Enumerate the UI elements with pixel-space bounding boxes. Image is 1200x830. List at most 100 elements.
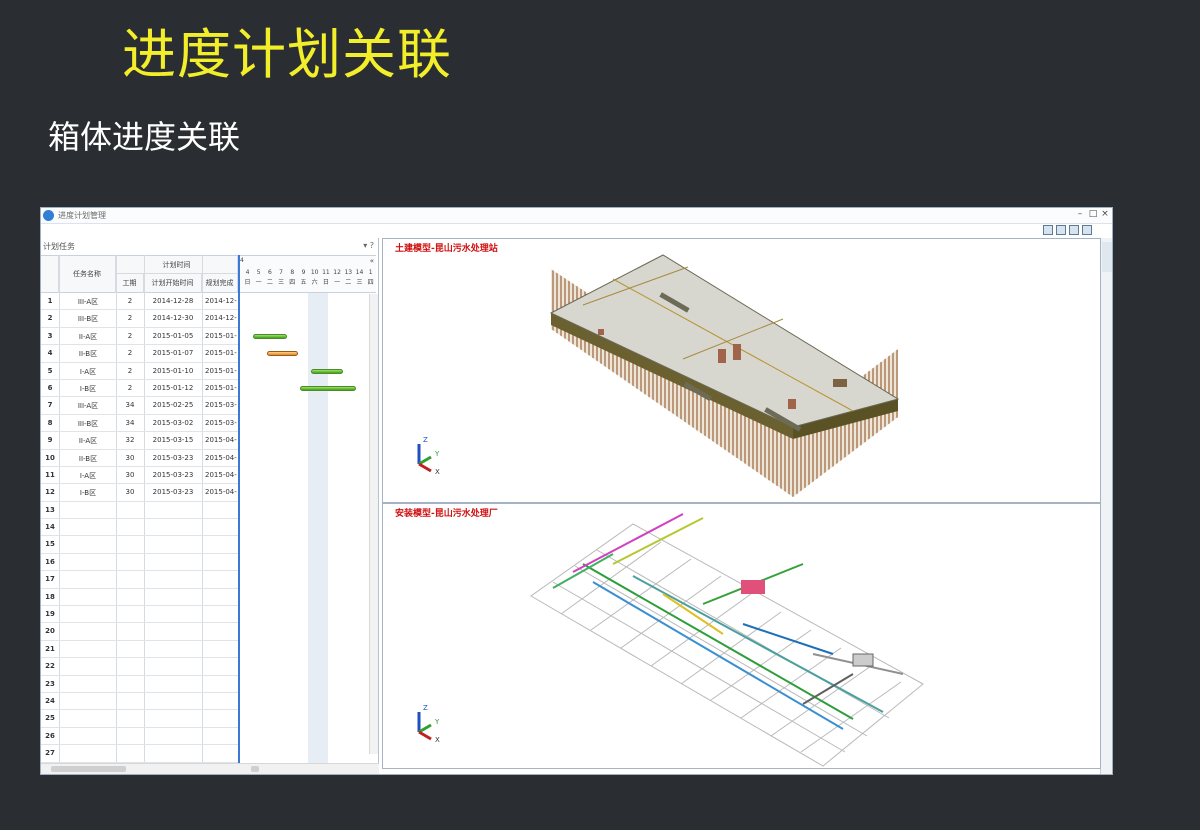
- title-bar: 进度计划管理 – □ ×: [41, 208, 1112, 224]
- row-number: 12: [45, 488, 55, 497]
- end-header[interactable]: 规划完成: [202, 274, 238, 293]
- layout-split-icon[interactable]: [1056, 225, 1066, 235]
- task-name-cell: I-B区: [79, 384, 97, 393]
- panel-header: 计划任务 ▾ ?: [41, 238, 378, 254]
- start-date-cell: 2015-01-05: [152, 331, 194, 340]
- minimize-icon[interactable]: –: [1077, 209, 1083, 219]
- close-icon[interactable]: ×: [1101, 209, 1109, 219]
- task-name-header[interactable]: 任务名称: [59, 256, 116, 293]
- table-row[interactable]: 24: [41, 693, 238, 711]
- duration-cell: 32: [125, 436, 135, 445]
- table-row[interactable]: 22: [41, 658, 238, 676]
- end-date-cell: 2015-04-: [205, 436, 237, 445]
- gantt-bar[interactable]: [253, 333, 287, 339]
- gantt-collapse-icon[interactable]: «: [369, 257, 374, 265]
- row-number: 18: [45, 592, 55, 601]
- save-view-icon[interactable]: [1082, 225, 1092, 235]
- row-number: 4: [47, 349, 53, 358]
- row-number: 10: [45, 453, 55, 462]
- table-row[interactable]: 25: [41, 710, 238, 728]
- duration-cell: 2: [127, 331, 133, 340]
- end-date-cell: 2015-03-: [205, 401, 237, 410]
- axis-gizmo: [417, 444, 432, 473]
- table-row[interactable]: 23: [41, 676, 238, 693]
- table-row[interactable]: 16: [41, 554, 238, 572]
- col-divider: [202, 255, 203, 773]
- table-row[interactable]: 15: [41, 536, 238, 554]
- axis-x-label: X: [435, 736, 440, 744]
- panel-controls[interactable]: ▾ ?: [363, 241, 374, 250]
- task-name-cell: II-B区: [78, 350, 98, 359]
- table-row[interactable]: 17: [41, 571, 238, 589]
- gantt-weekday: 一: [255, 279, 262, 286]
- table-row[interactable]: 20: [41, 623, 238, 641]
- layout-single-icon[interactable]: [1043, 225, 1053, 235]
- slide-title: 进度计划关联: [122, 23, 452, 86]
- mep-model-viewport[interactable]: 安装模型-昆山污水处理厂: [382, 503, 1101, 769]
- horizontal-scrollbar[interactable]: [41, 763, 379, 774]
- table-row[interactable]: 21: [41, 641, 238, 659]
- col-divider: [116, 255, 117, 773]
- row-number: 15: [45, 540, 55, 549]
- scroll-thumb[interactable]: [51, 766, 126, 772]
- gantt-day-number: 10: [310, 269, 319, 276]
- duration-header[interactable]: 工期: [116, 274, 144, 293]
- gantt-bar[interactable]: [300, 386, 357, 391]
- side-tab[interactable]: [1102, 242, 1112, 272]
- task-name-cell: II-A区: [78, 437, 98, 446]
- table-row[interactable]: 19: [41, 606, 238, 624]
- start-date-cell: 2015-01-07: [152, 349, 194, 358]
- table-row[interactable]: 26: [41, 728, 238, 746]
- gantt-day-number: 13: [344, 269, 353, 276]
- gantt-bar[interactable]: [311, 368, 343, 374]
- duration-cell: 34: [125, 418, 135, 427]
- row-number: 13: [45, 505, 55, 514]
- row-number: 1: [47, 297, 53, 305]
- vertical-scrollbar[interactable]: [369, 294, 378, 754]
- end-date-cell: 2014-12-: [205, 314, 237, 323]
- maximize-icon[interactable]: □: [1088, 209, 1098, 219]
- start-date-cell: 2014-12-28: [152, 297, 194, 305]
- scroll-thumb[interactable]: [251, 766, 259, 772]
- table-row[interactable]: 14: [41, 519, 238, 537]
- axis-z-label: Z: [423, 704, 428, 712]
- gantt-weekday: 三: [278, 279, 285, 286]
- axis-gizmo: [417, 712, 432, 741]
- row-number: 23: [45, 679, 55, 688]
- table-row[interactable]: 27: [41, 745, 238, 763]
- table-row[interactable]: 18: [41, 589, 238, 607]
- gantt-day-number: 4: [245, 269, 250, 276]
- mep-model-render: [417, 513, 924, 767]
- mep-model-label: 安装模型-昆山污水处理厂: [395, 509, 498, 519]
- side-panel: [1100, 238, 1112, 774]
- civil-model-viewport[interactable]: 土建模型-昆山污水处理站: [382, 238, 1101, 503]
- gantt-weekday: 一: [334, 279, 341, 286]
- start-header[interactable]: 计划开始时间: [144, 274, 202, 293]
- gantt-weekday: 日: [322, 279, 329, 286]
- start-date-cell: 2015-03-15: [152, 436, 194, 445]
- task-name-cell: I-B区: [79, 489, 97, 498]
- table-row[interactable]: 13: [41, 502, 238, 520]
- task-name-cell: III-A区: [77, 298, 99, 306]
- civil-model-render: [417, 254, 900, 497]
- row-number: 5: [47, 366, 53, 375]
- duration-cell: 2: [127, 383, 133, 392]
- layout-grid-icon[interactable]: [1069, 225, 1079, 235]
- gantt-bar[interactable]: [266, 351, 298, 357]
- gantt-splitter[interactable]: [238, 255, 240, 773]
